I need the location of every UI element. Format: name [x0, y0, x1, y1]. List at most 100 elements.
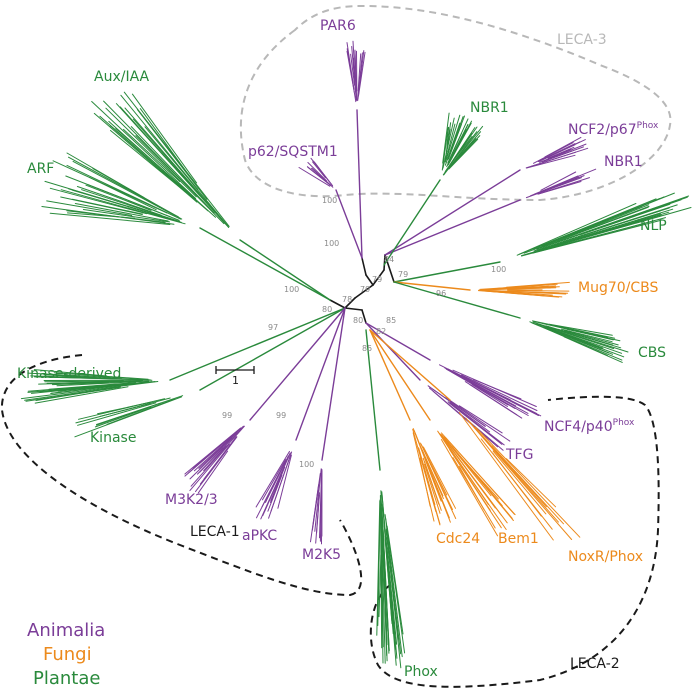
clade-cbs-tip — [545, 325, 622, 349]
clade-bem1-tip — [445, 437, 516, 516]
clade-apkc-tip — [260, 452, 291, 520]
clade-tfg-stem — [365, 322, 421, 381]
label-ncf4: NCF4/p40Phox — [544, 418, 635, 435]
label-bem1: Bem1 — [498, 531, 539, 547]
bootstrap-85a: 85 — [386, 316, 396, 325]
clade-arf-tip — [76, 186, 162, 216]
clade-arf-tip — [60, 189, 186, 225]
clade-aux-iaa-tip — [103, 100, 225, 225]
clade-noxr-tip — [465, 417, 573, 540]
clade-phox-tip — [385, 518, 401, 620]
clade-m2k5-tip — [319, 469, 323, 539]
clade-phox-stem — [365, 329, 381, 471]
bootstrap-99b: 99 — [276, 411, 286, 420]
label-nlp: NLP — [640, 218, 667, 234]
legend-plantae: Plantae — [33, 668, 100, 689]
clade-cdc24-stem — [369, 329, 411, 421]
bootstrap-100-p62: 100 — [322, 196, 337, 205]
bootstrap-values: 100 100 84 79 79 79 100 96 100 97 80 78 … — [222, 196, 506, 469]
clade-ncf4-tip — [444, 367, 517, 407]
clade-kinase-derived-tip — [48, 382, 136, 390]
clade-nbr1-plant-tip — [446, 126, 478, 170]
clade-kinase-derived-tip — [56, 380, 150, 387]
clade-nlp-tip — [523, 206, 649, 254]
clade-noxr-tip — [475, 426, 581, 538]
clade-ncf4-stem — [365, 322, 431, 361]
clade-noxr-tip — [492, 450, 547, 515]
label-m2k5: M2K5 — [302, 547, 341, 563]
clade-bem1-tip — [449, 449, 502, 529]
bootstrap-85b: 85 — [362, 344, 372, 353]
clade-bem1-stem — [369, 329, 431, 421]
clade-m2k5-tip — [314, 468, 322, 532]
legend: Animalia Fungi Plantae — [27, 620, 105, 689]
clade-aux-iaa-tip — [144, 126, 229, 227]
bootstrap-82: 82 — [376, 327, 386, 336]
clade-p62-tip — [310, 157, 334, 187]
bootstrap-79b: 79 — [398, 270, 408, 279]
clade-p62-tip — [311, 167, 334, 188]
clade-kinase-tip — [96, 402, 162, 426]
label-cbs: CBS — [638, 345, 666, 361]
clade-par6-tip — [352, 40, 356, 82]
clade-aux-iaa-tip — [132, 118, 208, 204]
bootstrap-100-nlp: 100 — [491, 265, 506, 274]
clade-ncf2-stem — [384, 169, 521, 256]
label-p62: p62/SQSTM1 — [248, 144, 338, 160]
clade-ncf4-tip — [473, 379, 522, 400]
leca-1-outline — [0, 354, 363, 597]
label-cdc24: Cdc24 — [436, 531, 480, 547]
clade-cdc24-tip — [422, 446, 456, 509]
bootstrap-80b: 80 — [353, 316, 363, 325]
clade-nbr1-plant-stem — [383, 179, 441, 266]
clade-kinase-derived-stem — [169, 307, 346, 381]
bootstrap-96: 96 — [436, 289, 446, 298]
clade-tfg-tip — [432, 388, 486, 427]
clade-nbr1-plant-tip — [450, 138, 477, 167]
clade-p62-tip — [307, 162, 328, 182]
clade-tfg-tip — [448, 402, 503, 445]
clade-kinase-tip — [106, 398, 175, 425]
clade-nlp-tip — [563, 204, 650, 239]
clade-arf-tip — [65, 175, 171, 218]
clade-nbr1-animal-tip — [525, 177, 582, 199]
clade-kinase-derived-tip — [31, 381, 151, 394]
backbone-segment — [365, 274, 374, 286]
backbone-segment — [383, 254, 386, 271]
label-tfg: TFG — [505, 447, 533, 463]
clade-apkc-tip — [261, 461, 286, 508]
bootstrap-100-p62b: 100 — [324, 239, 339, 248]
clade-aux-iaa-tip — [135, 135, 192, 191]
label-nbr1-animal: NBR1 — [604, 154, 643, 170]
leca-2-outline — [369, 395, 660, 688]
backbone-segment — [361, 309, 367, 324]
clade-cbs-tip — [537, 323, 615, 350]
scale-bar-label: 1 — [232, 374, 239, 387]
bootstrap-97: 97 — [268, 323, 278, 332]
clade-cdc24-tip — [424, 461, 442, 511]
clade-ncf2-tip — [526, 154, 576, 169]
clade-kinase-tip — [78, 398, 166, 420]
clade-kinase-tip — [94, 406, 152, 428]
bootstrap-80a: 80 — [322, 305, 332, 314]
clade-cdc24-tip — [412, 432, 435, 522]
backbone-segment — [354, 284, 374, 299]
label-apkc: aPKC — [242, 528, 277, 544]
leca-outlines — [0, 4, 672, 688]
clade-apkc-tip — [255, 450, 290, 508]
clade-aux-iaa-tip — [136, 109, 208, 200]
clade-kinase-derived-tip — [35, 388, 108, 401]
clade-nlp-tip — [533, 196, 665, 250]
clade-noxr-tip — [491, 445, 564, 525]
clade-noxr-tip — [458, 412, 554, 541]
clade-nbr1-animal-tip — [548, 175, 585, 190]
bootstrap-79a: 79 — [372, 275, 382, 284]
clade-apkc-tip — [262, 459, 287, 501]
clade-arf-tip — [66, 152, 145, 199]
clade-cbs-tip — [543, 327, 608, 356]
clade-par6-tip — [351, 46, 357, 101]
clade-ncf2-tip — [538, 144, 576, 162]
clade-arf-tip — [72, 160, 176, 217]
clade-ncf4-tip — [461, 374, 538, 411]
clade-ncf2-tip — [541, 146, 584, 163]
